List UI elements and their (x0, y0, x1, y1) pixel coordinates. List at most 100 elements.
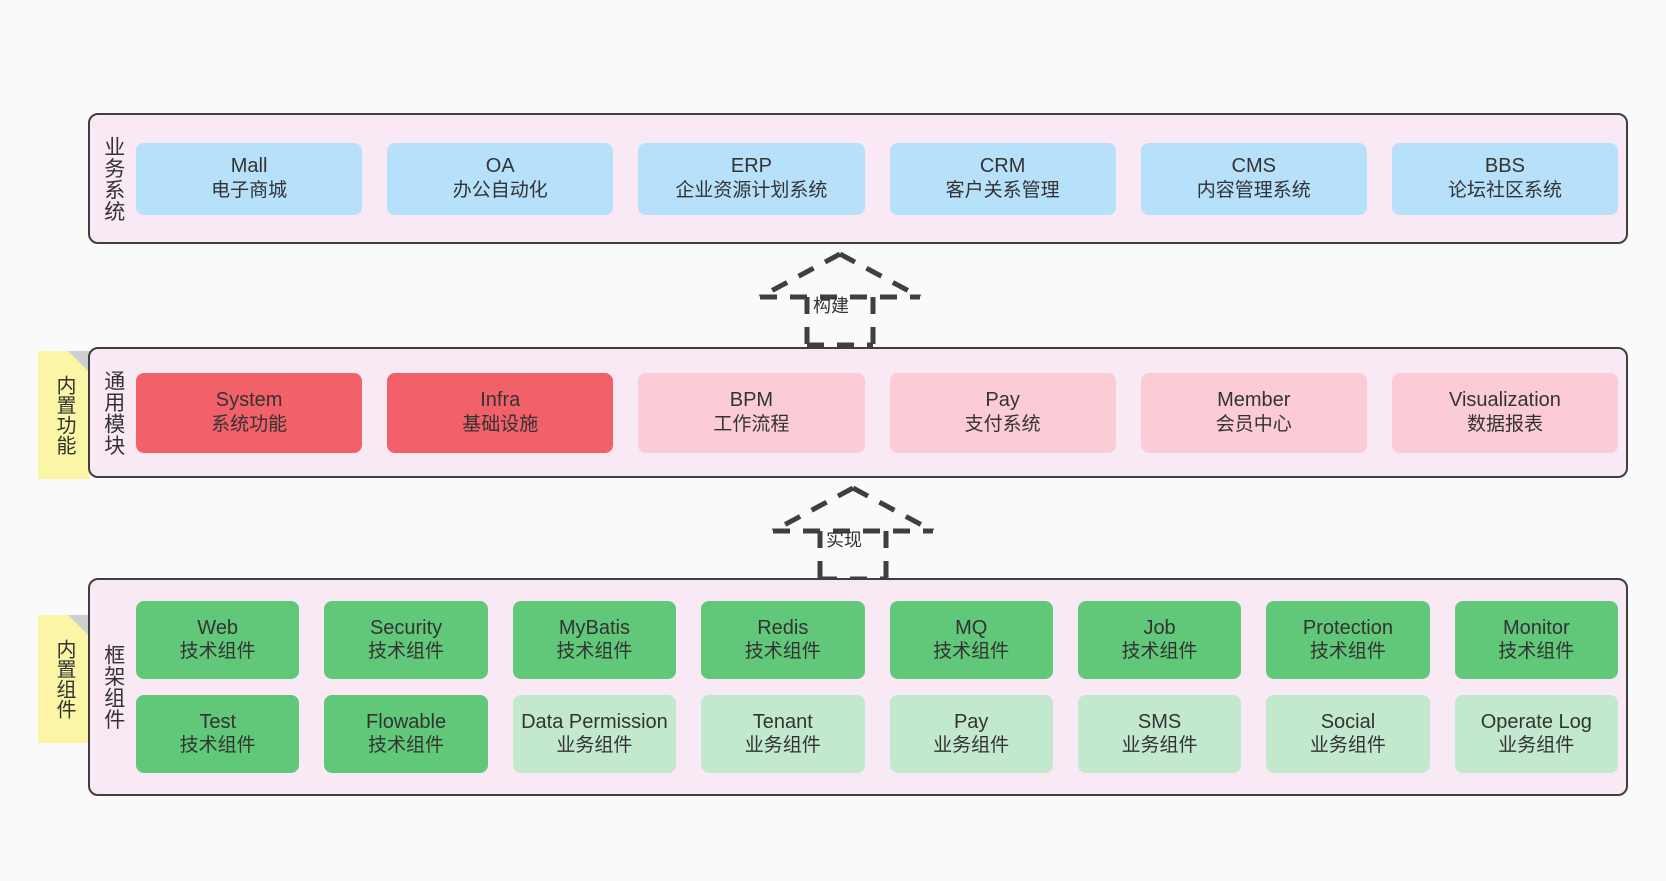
box-title-en: CRM (979, 155, 1026, 178)
box-oa[interactable]: OA 办公自动化 (387, 142, 614, 215)
layer-row: Mall 电子商城 OA 办公自动化 ERP 企业资源计划系统 CRM 客户关系… (136, 142, 1619, 215)
box-system[interactable]: System 系统功能 (136, 372, 363, 453)
box-protection[interactable]: Protection 技术组件 (1266, 601, 1430, 679)
box-visualization[interactable]: Visualization 数据报表 (1391, 372, 1619, 453)
box-title-cn: 技术组件 (179, 735, 256, 757)
layer-framework-components: 框架组件 Web 技术组件 Security 技术组件 MyBatis 技术组件… (88, 578, 1628, 796)
box-title-cn: 系统功能 (211, 413, 288, 435)
box-title-en: BBS (1484, 155, 1525, 178)
box-operate-log[interactable]: Operate Log 业务组件 (1454, 695, 1618, 773)
box-security[interactable]: Security 技术组件 (324, 601, 488, 679)
box-crm[interactable]: CRM 客户关系管理 (889, 142, 1116, 215)
box-title-en: Pay (985, 389, 1020, 412)
box-title-en: Tenant (752, 710, 813, 733)
box-bpm[interactable]: BPM 工作流程 (638, 372, 865, 453)
box-title-cn: 技术组件 (1498, 641, 1575, 663)
box-title-cn: 论坛社区系统 (1447, 179, 1562, 201)
box-title-en: Social (1320, 710, 1376, 733)
box-title-en: Protection (1302, 616, 1393, 639)
connector-build-label: 构建 (813, 296, 849, 316)
box-title-en: Web (197, 616, 239, 639)
box-title-cn: 内容管理系统 (1196, 179, 1311, 201)
box-sms[interactable]: SMS 业务组件 (1077, 695, 1242, 773)
box-test[interactable]: Test 技术组件 (136, 695, 300, 773)
note-label: 内置功能 (53, 375, 75, 455)
box-pay-module[interactable]: Pay 支付系统 (889, 372, 1116, 453)
box-title-cn: 业务组件 (933, 735, 1010, 757)
box-title-en: SMS (1137, 710, 1182, 733)
connector-build: 构建 (745, 251, 945, 348)
box-title-en: OA (485, 155, 515, 178)
layer-row: Test 技术组件 Flowable 技术组件 Data Permission … (136, 695, 1618, 773)
layer-common-modules: 通用模块 System 系统功能 Infra 基础设施 BPM 工作流程 Pay… (88, 347, 1628, 478)
box-title-cn: 电子商城 (211, 179, 288, 201)
box-title-cn: 技术组件 (1309, 641, 1386, 663)
box-title-cn: 数据报表 (1466, 413, 1543, 435)
box-member[interactable]: Member 会员中心 (1140, 372, 1367, 453)
connector-implement: 实现 (758, 485, 958, 582)
box-title-en: Operate Log (1480, 710, 1592, 733)
box-title-en: Infra (480, 389, 521, 412)
box-title-cn: 业务组件 (556, 735, 633, 757)
layer-row: Web 技术组件 Security 技术组件 MyBatis 技术组件 Redi… (136, 601, 1618, 679)
box-title-cn: 基础设施 (462, 413, 539, 435)
box-cms[interactable]: CMS 内容管理系统 (1140, 142, 1367, 215)
box-title-en: Monitor (1502, 616, 1570, 639)
box-pay-component[interactable]: Pay 业务组件 (889, 695, 1053, 773)
box-title-cn: 会员中心 (1215, 413, 1292, 435)
box-title-en: Test (199, 710, 237, 733)
box-mq[interactable]: MQ 技术组件 (889, 601, 1053, 679)
box-data-permission[interactable]: Data Permission 业务组件 (512, 695, 677, 773)
box-title-cn: 业务组件 (1498, 735, 1575, 757)
box-title-en: Data Permission (521, 710, 668, 733)
box-title-en: MyBatis (558, 616, 630, 639)
note-label: 内置组件 (53, 639, 75, 719)
box-social[interactable]: Social 业务组件 (1266, 695, 1430, 773)
box-title-en: Security (369, 616, 443, 639)
layer-body-business: Mall 电子商城 OA 办公自动化 ERP 企业资源计划系统 CRM 客户关系… (136, 115, 1626, 242)
layer-business-systems: 业务系统 Mall 电子商城 OA 办公自动化 ERP 企业资源计划系统 CRM… (88, 113, 1628, 244)
layer-body-framework: Web 技术组件 Security 技术组件 MyBatis 技术组件 Redi… (136, 580, 1626, 794)
connector-implement-arrow (771, 485, 935, 582)
note-builtin-functions: 内置功能 (38, 351, 90, 479)
box-title-en: Member (1217, 389, 1291, 412)
layer-title-business: 业务系统 (101, 135, 125, 222)
box-web[interactable]: Web 技术组件 (136, 601, 300, 679)
box-title-en: BPM (729, 389, 774, 412)
layer-body-modules: System 系统功能 Infra 基础设施 BPM 工作流程 Pay 支付系统… (136, 349, 1626, 476)
box-title-cn: 技术组件 (179, 641, 256, 663)
box-title-en: Flowable (366, 710, 447, 733)
connector-build-arrow (758, 251, 922, 348)
box-title-cn: 企业资源计划系统 (675, 179, 828, 201)
box-redis[interactable]: Redis 技术组件 (701, 601, 865, 679)
box-title-cn: 支付系统 (964, 413, 1041, 435)
box-title-cn: 工作流程 (713, 413, 790, 435)
note-fold-corner-icon (68, 615, 90, 637)
box-infra[interactable]: Infra 基础设施 (387, 372, 614, 453)
box-title-cn: 技术组件 (1121, 641, 1198, 663)
layer-title-framework: 框架组件 (101, 644, 125, 730)
box-title-cn: 技术组件 (556, 641, 633, 663)
box-title-cn: 技术组件 (744, 641, 821, 663)
box-job[interactable]: Job 技术组件 (1077, 601, 1242, 679)
box-title-en: Redis (757, 616, 809, 639)
box-mybatis[interactable]: MyBatis 技术组件 (512, 601, 677, 679)
box-monitor[interactable]: Monitor 技术组件 (1454, 601, 1618, 679)
box-title-en: Pay (953, 710, 989, 733)
box-title-cn: 技术组件 (368, 735, 445, 757)
box-erp[interactable]: ERP 企业资源计划系统 (638, 142, 865, 215)
box-mall[interactable]: Mall 电子商城 (136, 142, 363, 215)
box-title-en: ERP (730, 155, 772, 178)
box-bbs[interactable]: BBS 论坛社区系统 (1391, 142, 1619, 215)
layer-title-modules: 通用模块 (101, 369, 125, 456)
box-flowable[interactable]: Flowable 技术组件 (324, 695, 488, 773)
box-tenant[interactable]: Tenant 业务组件 (701, 695, 865, 773)
box-title-en: CMS (1231, 155, 1276, 178)
box-title-cn: 客户关系管理 (945, 179, 1060, 201)
note-builtin-components: 内置组件 (38, 615, 90, 743)
box-title-cn: 办公自动化 (452, 179, 548, 201)
box-title-en: Job (1143, 616, 1176, 639)
box-title-cn: 业务组件 (744, 735, 821, 757)
box-title-en: MQ (955, 616, 988, 639)
